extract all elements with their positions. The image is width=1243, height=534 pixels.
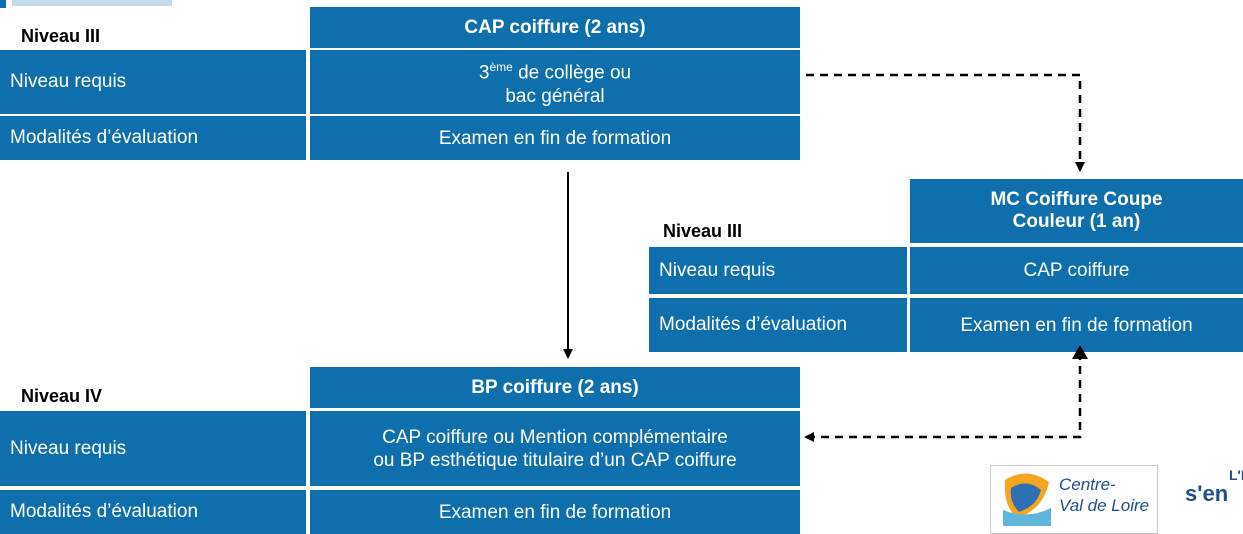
bp-modalites-label: Modalités d’évaluation [10,501,199,522]
bp-niveau-requis-label: Niveau requis [10,437,127,459]
bp-requis-line2: ou BP esthétique titulaire d’un CAP coif… [373,449,737,471]
cap-grade-suffix: ème [489,60,513,75]
region-logo-text: Centre- Val de Loire [1059,474,1149,516]
cap-modalites-value: Examen en fin de formation [438,127,672,149]
cap-niveau-requis-label: Niveau requis [10,71,127,92]
cap-row2-value-cell: Examen en fin de formation [310,116,800,160]
region-emblem-icon [1003,473,1051,526]
bp-requis-line1: CAP coiffure ou Mention complémentaire [382,426,728,448]
bp-niveau-requis-value: CAP coiffure ou Mention complémentaire o… [373,426,736,472]
cap-row1-label-cell: Niveau requis [0,50,306,114]
partner-logo-text: s'en [1185,481,1229,506]
bp-niveau-label: Niveau IV [21,386,103,406]
partner-logo-top: L'E [1229,467,1243,483]
mc-niveau-requis-label: Niveau requis [659,259,776,281]
mc-title-line1: MC Coiffure Coupe [990,189,1163,210]
mc-title-cell: MC Coiffure Coupe Couleur (1 an) [910,179,1243,243]
cap-niveau-label: Niveau III [21,26,101,46]
cap-grade-number: 3 [478,62,490,84]
bp-modalites-value: Examen en fin de formation [438,501,672,523]
cropped-heading-fragment [0,0,172,8]
cap-grade-rest: de collège ou [512,62,632,84]
cap-to-mc-arrow [806,73,1085,172]
mc-bp-arrow-head-up [1072,345,1088,359]
bp-row2-label-cell: Modalités d’évaluation [0,490,306,534]
mc-row2-label-cell: Modalités d’évaluation [649,298,907,352]
cap-title-cell: CAP coiffure (2 ans) [310,7,800,48]
mc-row1-value-cell: CAP coiffure [910,247,1243,294]
partner-logo: L'E s'en [1185,465,1243,534]
mc-title-line2: Couleur (1 an) [1012,211,1141,232]
cap-niveau-requis-value: 3ème de collège ou bac général [479,56,631,107]
mc-bp-double-arrow [804,352,1082,442]
mc-title: MC Coiffure Coupe Couleur (1 an) [990,189,1162,233]
cap-row1-value-cell: 3ème de collège ou bac général [310,50,800,114]
mc-niveau-label: Niveau III [663,221,743,241]
mc-modalites-label: Modalités d’évaluation [659,314,848,335]
region-logo-line1: Centre- [1059,475,1116,494]
region-logo-line2: Val de Loire [1059,496,1150,515]
bp-row1-value-cell: CAP coiffure ou Mention complémentaire o… [310,411,800,486]
centre-val-de-loire-logo: Centre- Val de Loire [990,465,1158,534]
bp-row1-label-cell: Niveau requis [0,411,306,486]
cap-grade-line2: bac général [505,85,605,107]
bp-title: BP coiffure (2 ans) [471,376,639,398]
bp-title-cell: BP coiffure (2 ans) [310,367,800,408]
mc-row2-value-cell: Examen en fin de formation [910,298,1243,352]
cap-row2-label-cell: Modalités d’évaluation [0,116,306,160]
cap-title: CAP coiffure (2 ans) [464,16,646,38]
mc-row1-label-cell: Niveau requis [649,247,907,294]
cap-modalites-label: Modalités d’évaluation [10,127,199,148]
mc-niveau-requis-value: CAP coiffure [1023,260,1130,281]
bp-row2-value-cell: Examen en fin de formation [310,490,800,534]
mc-modalites-value: Examen en fin de formation [960,314,1193,336]
